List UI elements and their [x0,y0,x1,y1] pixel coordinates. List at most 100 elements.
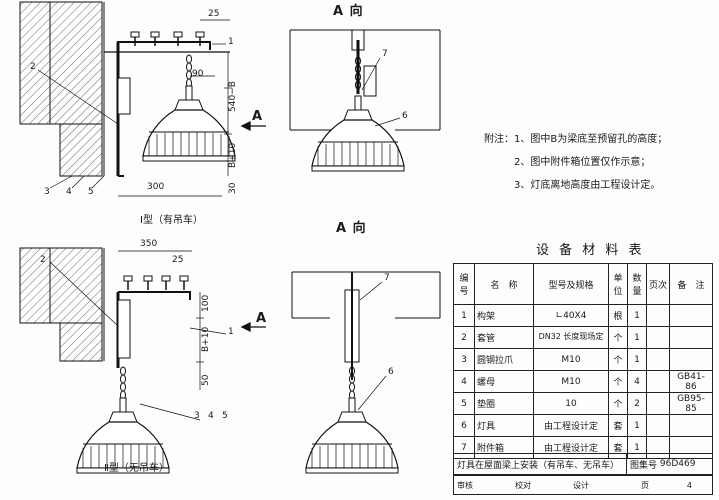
cell-note [669,348,713,371]
cell-name: 灯具 [474,414,534,437]
dim-30: 30 [228,182,238,194]
callout: 3 [44,187,50,197]
notes: 附注：1、图中B为梁底至预留孔的高度； 2、图中附件箱位置仅作示意； 3、灯底离… [484,128,667,197]
table-row: 6 灯具 由工程设计定 套 1 [453,414,713,437]
callout: 7 [384,273,390,283]
header-cell: 数量 [627,263,647,305]
header-cell: 页次 [646,263,670,305]
cell-qty: 1 [627,304,647,327]
signature-row: 审核 校对 设计 页 4 [453,475,713,495]
drawing-title: 灯具在屋面梁上安装（有吊车、无吊车） [457,460,620,471]
callout: 1 [228,327,234,337]
cell-no: 3 [453,348,475,371]
type1-side-view [19,1,236,197]
cell-page [646,304,670,327]
dim-25-top: 25 [208,9,220,19]
cell-note: GB95-85 [669,392,713,415]
cell-page [646,392,670,415]
cell-note [669,326,713,349]
dim-25-bottom: 25 [172,255,184,265]
cell-name: 螺母 [474,370,534,393]
cell-page [646,414,670,437]
table-row: 2 套管 DN32 长度现场定 个 1 [453,326,713,349]
cell-page [646,348,670,371]
sign-label: 页 [641,480,649,490]
header-cell: 单位 [608,263,628,305]
cell-qty: 4 [627,370,647,393]
cell-name: 圆钢拉爪 [474,348,534,371]
callout: 2 [40,255,46,265]
dim-b10-bottom: B+10 [201,326,211,352]
table-row: 1 构架 ∟40X4 根 1 [453,304,713,327]
dim-b10-top: B+10 [228,142,238,168]
table-title: 设 备 材 料 表 [536,243,645,258]
cell-spec: 10 [533,392,609,415]
type2-view-a [291,271,441,474]
figure-label: 图集号 [630,460,658,471]
cell-no: 1 [453,304,475,327]
cell-page [646,370,670,393]
dim-300: 300 [147,182,165,192]
cell-name: 构架 [474,304,534,327]
table-header: 编号 名 称 型号及规格 单位 数量 页次 备 注 [453,263,713,305]
dim-540b: 540−B [228,81,238,112]
figure-number: 96D469 [659,459,696,469]
note-item: 2、图中附件箱位置仅作示意； [514,157,651,168]
arrow-a-bottom: A [256,311,268,326]
header-cell: 备 注 [669,263,713,305]
cell-unit: 根 [608,304,628,327]
type2-caption: Ⅱ型（无吊车） [104,463,169,474]
arrow-a-top: A [252,109,264,124]
materials-table: 编号 名 称 型号及规格 单位 数量 页次 备 注 1 构架 ∟40X4 根 1… [453,263,713,459]
callout: 5 [222,411,228,421]
cell-unit: 套 [608,414,628,437]
callout: 7 [382,49,388,59]
cell-qty: 1 [627,326,647,349]
type1-view-a [289,29,441,172]
table-row: 4 螺母 M10 个 4 GB41-86 [453,370,713,393]
dim-50: 50 [201,374,211,386]
dim-100: 100 [201,294,211,312]
view-arrows [240,120,266,333]
cell-spec: M10 [533,370,609,393]
cell-no: 6 [453,414,475,437]
callout: 4 [208,411,214,421]
cell-unit: 个 [608,392,628,415]
view-a-label-bottom: A 向 [336,221,367,236]
cell-no: 2 [453,326,475,349]
type2-side-view [19,247,204,474]
cell-note [669,414,713,437]
cell-spec: 由工程设计定 [533,414,609,437]
cell-qty: 2 [627,392,647,415]
sign-label: 校对 [515,480,531,490]
callout: 4 [66,187,72,197]
note-item: 1、图中B为梁底至预留孔的高度； [514,134,668,145]
type1-caption: Ⅰ型（有吊车） [140,215,203,226]
page-number: 4 [686,480,692,490]
cell-unit: 个 [608,370,628,393]
dim-90: 90 [192,69,204,79]
note-item: 3、灯底离地高度由工程设计定。 [514,180,661,191]
cell-spec: DN32 长度现场定 [533,326,609,349]
cell-name: 垫圈 [474,392,534,415]
cell-note [669,304,713,327]
callout: 2 [30,62,36,72]
callout: 6 [402,111,408,121]
cell-note: GB41-86 [669,370,713,393]
dim-350: 350 [140,239,158,249]
callout: 5 [88,187,94,197]
view-a-label-top: A 向 [333,4,364,19]
cell-no: 4 [453,370,475,393]
cell-page [646,326,670,349]
sign-label: 审核 [457,480,473,490]
table-row: 3 圆钢拉爪 M10 个 1 [453,348,713,371]
cell-qty: 1 [627,414,647,437]
callout: 3 [194,411,200,421]
cell-name: 套管 [474,326,534,349]
cell-unit: 个 [608,348,628,371]
header-cell: 编号 [453,263,475,305]
cell-spec: ∟40X4 [533,304,609,327]
cell-qty: 1 [627,348,647,371]
sign-label: 设计 [573,480,589,490]
